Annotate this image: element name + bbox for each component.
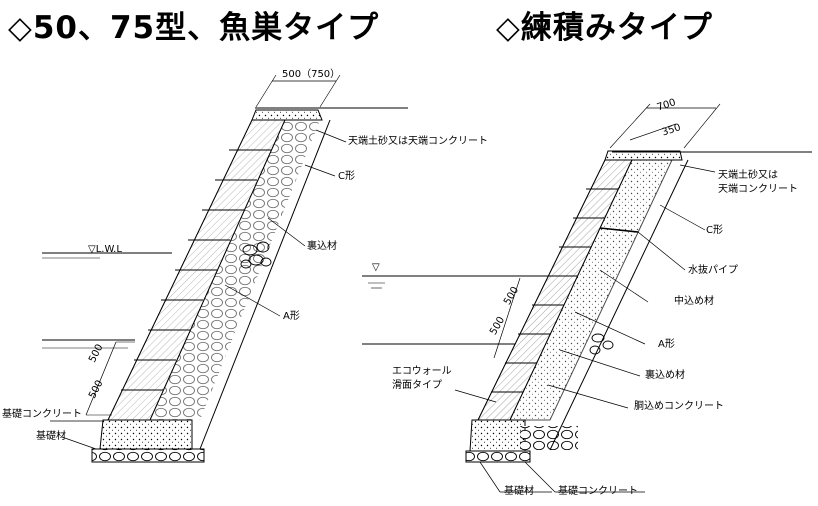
left-backfill-stones	[140, 120, 320, 420]
right-backfill-cluster	[589, 333, 614, 355]
left-label-base-material: 基礎材	[36, 431, 66, 442]
left-label-a-shape: A形	[283, 311, 300, 322]
left-label-c-shape: C形	[338, 171, 355, 182]
title-masonry-type: ◇練積みタイプ	[496, 10, 713, 46]
right-leader-lines	[454, 164, 716, 493]
left-backfill-cluster	[240, 241, 272, 269]
right-dim-vertical	[493, 277, 521, 359]
left-label-crown: 天端土砂又は天端コンクリート	[348, 136, 488, 147]
right-water-level: ▽	[372, 262, 380, 273]
left-block-courses	[121, 149, 271, 391]
left-label-base-concrete: 基礎コンクリート	[2, 409, 82, 420]
left-base-concrete	[99, 419, 193, 450]
right-dim-350-line	[629, 123, 677, 141]
right-label-back-fill: 裏込め材	[645, 370, 685, 381]
right-label-a-shape: A形	[658, 339, 675, 350]
right-label-drain-pipe: 水抜パイプ	[688, 265, 738, 276]
right-label-crown-1: 天端土砂又は	[718, 170, 778, 181]
right-label-body-concrete: 胴込めコンクリート	[634, 401, 724, 412]
left-dim-top: 500（750）	[282, 69, 341, 80]
left-back-slope-line	[199, 119, 331, 450]
left-crown-concrete	[251, 109, 323, 121]
left-label-backfill: 裏込材	[307, 241, 337, 252]
right-label-crown-2: 天端コンクリート	[718, 184, 798, 195]
right-label-eco-wall-1: エコウォール	[392, 366, 452, 377]
left-dim-vertical	[85, 341, 117, 416]
right-label-base-concrete: 基礎コンクリート	[558, 486, 638, 497]
left-base-material	[91, 448, 205, 463]
right-back-slope-line	[549, 159, 689, 451]
title-fish-nest-type: ◇50、75型、魚巣タイプ	[8, 10, 380, 46]
right-base-material	[465, 450, 531, 463]
right-label-middle-fill: 中込め材	[674, 296, 714, 307]
right-label-base-material: 基礎材	[504, 486, 534, 497]
right-wall-diagram	[362, 103, 812, 493]
right-drain-pipe	[599, 227, 639, 233]
right-block-courses	[491, 188, 618, 393]
left-water-level: ▽L.W.L	[88, 244, 122, 255]
left-leader-lines	[50, 129, 347, 450]
right-base-concrete	[469, 419, 526, 452]
left-wall-diagram	[42, 74, 408, 463]
right-label-c-shape: C形	[706, 225, 723, 236]
right-crown-concrete	[604, 150, 683, 161]
right-label-eco-wall-2: 滑面タイプ	[392, 380, 442, 391]
